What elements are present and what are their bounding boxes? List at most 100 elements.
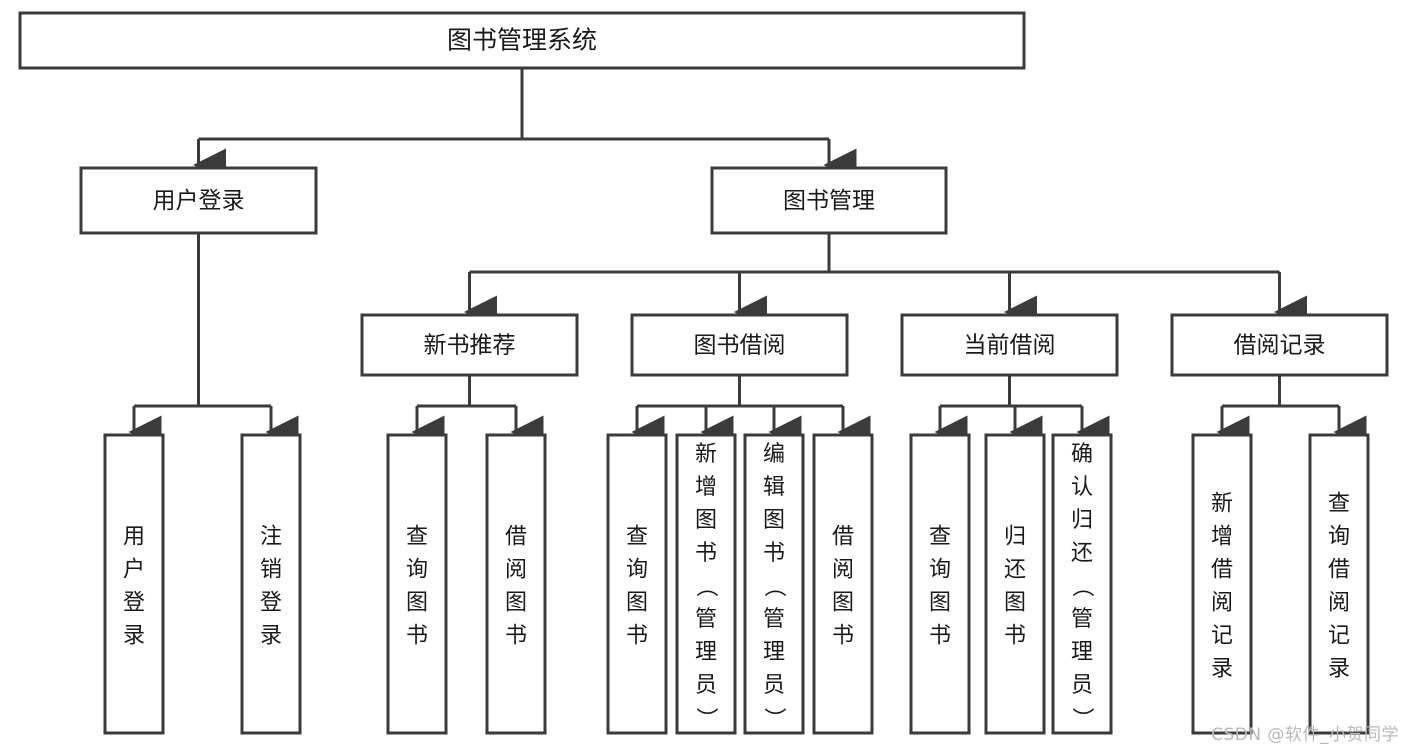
svg-text:询: 询 — [406, 558, 428, 583]
node-box-borrow-record — [1170, 313, 1389, 377]
node-user-login[interactable]: 用户登录 — [79, 166, 318, 235]
node-box-leaf-borrow-query-book — [606, 433, 668, 735]
svg-text:记: 记 — [1211, 624, 1233, 649]
svg-text:理: 理 — [695, 640, 717, 665]
node-book-manage[interactable]: 图书管理 — [710, 166, 948, 235]
svg-text:借: 借 — [505, 525, 527, 550]
svg-text:书: 书 — [832, 624, 854, 649]
node-box-root — [18, 11, 1026, 70]
svg-text:借: 借 — [1328, 558, 1350, 583]
svg-text:查: 查 — [1328, 492, 1350, 517]
svg-text:书: 书 — [695, 541, 717, 566]
node-label-book-manage: 图书管理 — [783, 188, 875, 214]
node-box-book-manage — [710, 166, 948, 235]
svg-text:询: 询 — [929, 558, 951, 583]
svg-text:阅: 阅 — [505, 558, 527, 583]
node-label-new-book-rec: 新书推荐 — [424, 333, 516, 359]
svg-text:图: 图 — [695, 508, 717, 533]
node-label-borrow-record: 借阅记录 — [1234, 333, 1326, 359]
svg-text:书: 书 — [1004, 624, 1026, 649]
svg-text:（: （ — [1069, 575, 1094, 597]
connector-layer — [128, 68, 1367, 449]
svg-text:查: 查 — [626, 525, 648, 550]
svg-text:录: 录 — [260, 624, 282, 649]
node-box-leaf-add-record — [1191, 433, 1253, 735]
svg-text:书: 书 — [626, 624, 648, 649]
svg-text:）: ） — [761, 707, 786, 729]
svg-text:确: 确 — [1071, 442, 1093, 467]
svg-text:管: 管 — [763, 607, 785, 632]
svg-text:新: 新 — [695, 442, 717, 467]
svg-text:还: 还 — [1071, 541, 1093, 566]
svg-text:图: 图 — [626, 591, 648, 616]
node-box-leaf-query-record — [1308, 433, 1370, 735]
svg-text:还: 还 — [1004, 558, 1026, 583]
node-borrow-record[interactable]: 借阅记录 — [1170, 313, 1389, 377]
svg-text:销: 销 — [260, 558, 282, 583]
node-current-borrow[interactable]: 当前借阅 — [900, 313, 1119, 377]
svg-text:阅: 阅 — [1328, 591, 1350, 616]
svg-text:归: 归 — [1071, 508, 1093, 533]
svg-text:图: 图 — [929, 591, 951, 616]
svg-text:理: 理 — [1071, 640, 1093, 665]
node-box-leaf-edit-book-admin — [743, 433, 805, 735]
watermark-text: CSDN @软件_小贺同学 — [1211, 725, 1399, 745]
svg-text:录: 录 — [123, 624, 145, 649]
node-new-book-rec[interactable]: 新书推荐 — [360, 313, 579, 377]
node-box-new-book-rec — [360, 313, 579, 377]
svg-text:新: 新 — [1211, 492, 1233, 517]
svg-text:归: 归 — [1004, 525, 1026, 550]
svg-text:理: 理 — [763, 640, 785, 665]
node-root[interactable]: 图书管理系统 — [18, 11, 1026, 70]
svg-text:询: 询 — [626, 558, 648, 583]
svg-text:询: 询 — [1328, 525, 1350, 550]
node-leaf-user-login[interactable]: 用户登录 — [103, 433, 165, 735]
svg-text:增: 增 — [695, 475, 717, 500]
svg-text:录: 录 — [1211, 657, 1233, 682]
svg-text:录: 录 — [1328, 657, 1350, 682]
node-layer: 图书管理系统用户登录图书管理新书推荐图书借阅当前借阅借阅记录用户登录注销登录查询… — [18, 11, 1389, 735]
svg-text:图: 图 — [505, 591, 527, 616]
node-box-leaf-confirm-return-admin — [1051, 433, 1113, 735]
svg-text:增: 增 — [1211, 525, 1233, 550]
svg-text:户: 户 — [123, 558, 145, 583]
svg-text:管: 管 — [1071, 607, 1093, 632]
svg-text:员: 员 — [1071, 673, 1093, 698]
svg-text:登: 登 — [123, 591, 145, 616]
node-box-leaf-borrow-book — [812, 433, 874, 735]
svg-text:（: （ — [693, 575, 718, 597]
node-book-borrow[interactable]: 图书借阅 — [630, 313, 849, 377]
svg-text:用: 用 — [123, 525, 145, 550]
node-box-book-borrow — [630, 313, 849, 377]
node-label-user-login: 用户登录 — [153, 188, 245, 214]
svg-text:书: 书 — [763, 541, 785, 566]
svg-text:阅: 阅 — [832, 558, 854, 583]
node-box-current-borrow — [900, 313, 1119, 377]
svg-text:注: 注 — [260, 525, 282, 550]
svg-text:）: ） — [693, 707, 718, 729]
